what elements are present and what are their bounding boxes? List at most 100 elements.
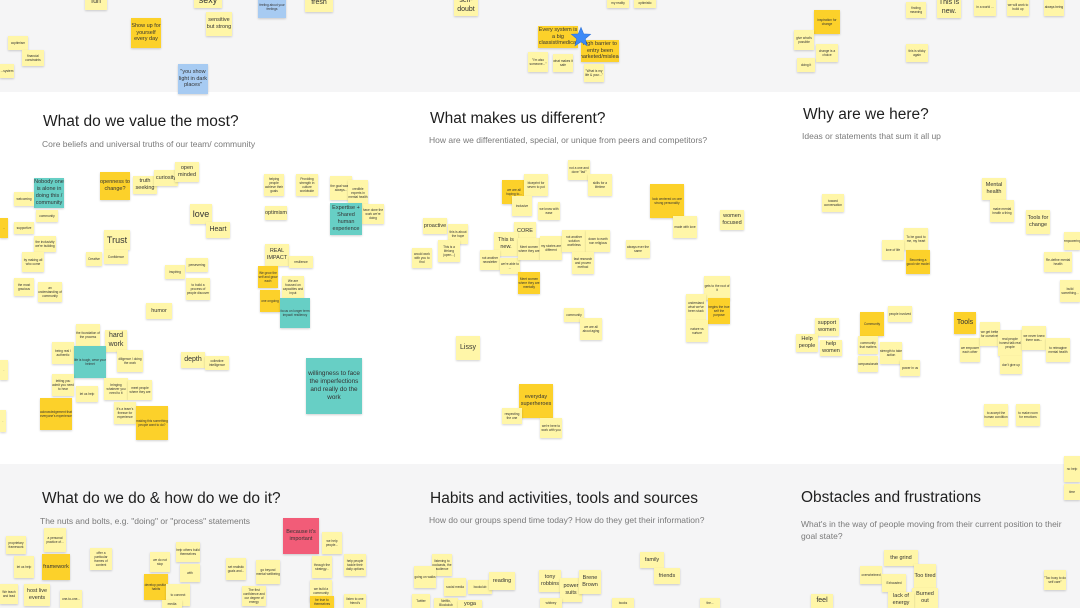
sticky-note[interactable]: listening to podcasts, the audience <box>432 554 452 576</box>
sticky-note[interactable]: listen to one friend's <box>344 594 366 608</box>
sticky-note[interactable]: meet people where they are <box>128 380 152 400</box>
sticky-note[interactable]: not a one and done "fad" <box>568 160 590 180</box>
sticky-note[interactable]: build something... <box>1060 280 1080 302</box>
sticky-note[interactable]: We are focused on capacities and input <box>282 276 304 298</box>
sticky-note[interactable]: this is about the hope <box>448 224 468 244</box>
sticky-note[interactable]: curiosity <box>154 170 178 186</box>
sticky-note[interactable]: fresh <box>305 0 333 12</box>
sticky-note[interactable]: self-doubt <box>454 0 478 16</box>
sticky-note[interactable]: understand what we've been stuck <box>686 294 706 320</box>
sticky-note[interactable]: Netflix, Blockclub <box>434 598 458 608</box>
sticky-note[interactable]: the most gracious <box>14 278 34 296</box>
sticky-note[interactable]: nature vs nurture <box>686 320 708 342</box>
sticky-note[interactable]: one ongoing <box>260 290 280 312</box>
sticky-note[interactable]: not another newsletter <box>480 250 500 270</box>
sticky-note[interactable]: "Too busy to do self care" <box>1044 570 1066 590</box>
sticky-note[interactable]: being real / authentic <box>52 342 74 364</box>
sticky-note[interactable]: inspiring <box>165 265 185 279</box>
sticky-note[interactable]: a personal practice of... <box>44 528 66 552</box>
sticky-note[interactable]: Every system is a big classist/medical <box>538 26 578 48</box>
sticky-note[interactable]: the goal wasn't always... <box>330 176 352 200</box>
sticky-note[interactable]: Tools for change <box>1026 210 1050 234</box>
sticky-note[interactable]: go beyond mental wellbeing <box>256 560 280 584</box>
sticky-note[interactable]: feel <box>811 594 833 608</box>
sticky-note[interactable]: whitney <box>540 598 562 608</box>
sticky-note[interactable]: doing it <box>797 58 815 72</box>
sticky-note[interactable]: we get better for ourselves <box>980 322 1000 346</box>
sticky-note[interactable]: proactive <box>423 218 447 234</box>
sticky-note[interactable]: Mental health <box>982 178 1006 200</box>
sticky-note[interactable]: change is a choice <box>816 44 838 62</box>
sticky-note[interactable]: we help people... <box>322 532 342 554</box>
sticky-note[interactable]: resilience <box>289 256 313 268</box>
sticky-note[interactable]: media <box>162 600 182 608</box>
sticky-note[interactable]: my reality <box>607 0 629 8</box>
sticky-note[interactable]: social media <box>444 578 466 596</box>
sticky-note[interactable]: Trust <box>104 230 130 250</box>
sticky-note[interactable]: toward conversation <box>822 194 844 212</box>
sticky-note[interactable]: inclusive <box>512 196 532 216</box>
sticky-note[interactable]: To be good to me, my heart <box>904 228 928 250</box>
sticky-note[interactable]: support women <box>815 318 839 336</box>
sticky-note[interactable]: "I'm also someone..." <box>528 52 548 72</box>
sticky-note[interactable]: made with love <box>673 216 697 238</box>
sticky-note[interactable]: be true to themselves <box>310 596 334 608</box>
sticky-note[interactable]: fun <box>85 0 107 10</box>
sticky-note[interactable]: financial constraints <box>22 50 44 66</box>
sticky-note[interactable]: Confidence <box>104 250 128 264</box>
sticky-note[interactable]: optimistic <box>634 0 656 8</box>
sticky-note[interactable]: The first confidence and our degree of e… <box>242 586 266 606</box>
sticky-note[interactable]: openness to change? <box>100 172 130 200</box>
sticky-note[interactable]: "you show light in dark places" <box>178 64 208 94</box>
sticky-note[interactable]: time <box>1064 484 1080 500</box>
sticky-note[interactable]: the inclusivity we're building <box>34 236 56 252</box>
sticky-note[interactable]: ...system <box>0 64 14 78</box>
sticky-note[interactable]: life is tough, wear your helmet <box>74 346 106 378</box>
sticky-note[interactable]: Creative <box>86 252 102 266</box>
sticky-note[interactable]: Too tired <box>914 564 936 588</box>
sticky-note[interactable]: high barrier to entry been marketed/misl… <box>581 40 619 62</box>
sticky-note[interactable]: have done the work we're doing <box>362 204 384 224</box>
sticky-note[interactable]: we are all about aging <box>580 318 602 340</box>
sticky-note[interactable]: we do not stop <box>150 552 170 572</box>
sticky-note[interactable]: willingness to face the imperfections an… <box>306 358 362 414</box>
sticky-note[interactable]: no help <box>1064 456 1080 482</box>
sticky-note[interactable]: optimism <box>265 206 287 220</box>
sticky-note[interactable]: Meet women where they are mentally <box>518 272 540 294</box>
sticky-note[interactable]: hard work <box>105 330 127 352</box>
sticky-note[interactable]: REAL IMPACT <box>265 244 289 266</box>
sticky-note[interactable]: sensitive but strong <box>206 12 232 36</box>
sticky-note[interactable]: the... <box>700 598 720 608</box>
sticky-note[interactable]: family <box>640 552 664 568</box>
sticky-note[interactable]: the grind <box>884 550 918 566</box>
sticky-note[interactable]: lack of energy <box>888 592 914 608</box>
sticky-note[interactable]: always ever the same <box>626 240 650 258</box>
sticky-note[interactable]: to make room for emotions <box>1016 404 1040 426</box>
sticky-note[interactable]: Heart <box>206 222 230 238</box>
sticky-note[interactable]: overwhelmed <box>860 566 882 584</box>
sticky-note[interactable]: offer a particular frames of content <box>90 548 112 570</box>
sticky-note[interactable]: letting you admit you need to hear <box>52 374 74 396</box>
sticky-note[interactable]: truth seeking <box>133 176 157 194</box>
sticky-note[interactable]: focus on longer term impact/ resiliency <box>280 298 310 328</box>
sticky-note[interactable]: going on walks <box>414 566 436 588</box>
sticky-note[interactable]: coptimism <box>8 36 28 50</box>
sticky-note[interactable]: down to earth non religious <box>586 230 610 252</box>
sticky-note[interactable]: humor <box>146 303 172 319</box>
sticky-note[interactable]: we will work to build up <box>1007 0 1029 16</box>
sticky-note[interactable]: don't give up <box>1000 356 1022 374</box>
sticky-note[interactable]: make mental health a thing <box>990 200 1014 222</box>
sticky-note[interactable]: community that matters <box>858 336 878 354</box>
sticky-note[interactable]: let us help <box>14 556 34 578</box>
sticky-note[interactable]: Burned out <box>912 588 938 608</box>
sticky-note[interactable]: tony robbins <box>539 570 561 592</box>
sticky-note[interactable]: proprietary framework <box>6 536 26 554</box>
sticky-note[interactable]: fast research and proven method <box>572 252 594 274</box>
sticky-note[interactable]: power in us <box>900 360 920 376</box>
sticky-note[interactable]: host live events <box>24 584 50 606</box>
sticky-note[interactable]: Exhausted <box>882 574 906 592</box>
sticky-note[interactable]: look centered on one strong personality <box>650 184 684 218</box>
sticky-note[interactable]: let us help <box>76 386 98 402</box>
sticky-note[interactable]: books <box>612 598 634 608</box>
